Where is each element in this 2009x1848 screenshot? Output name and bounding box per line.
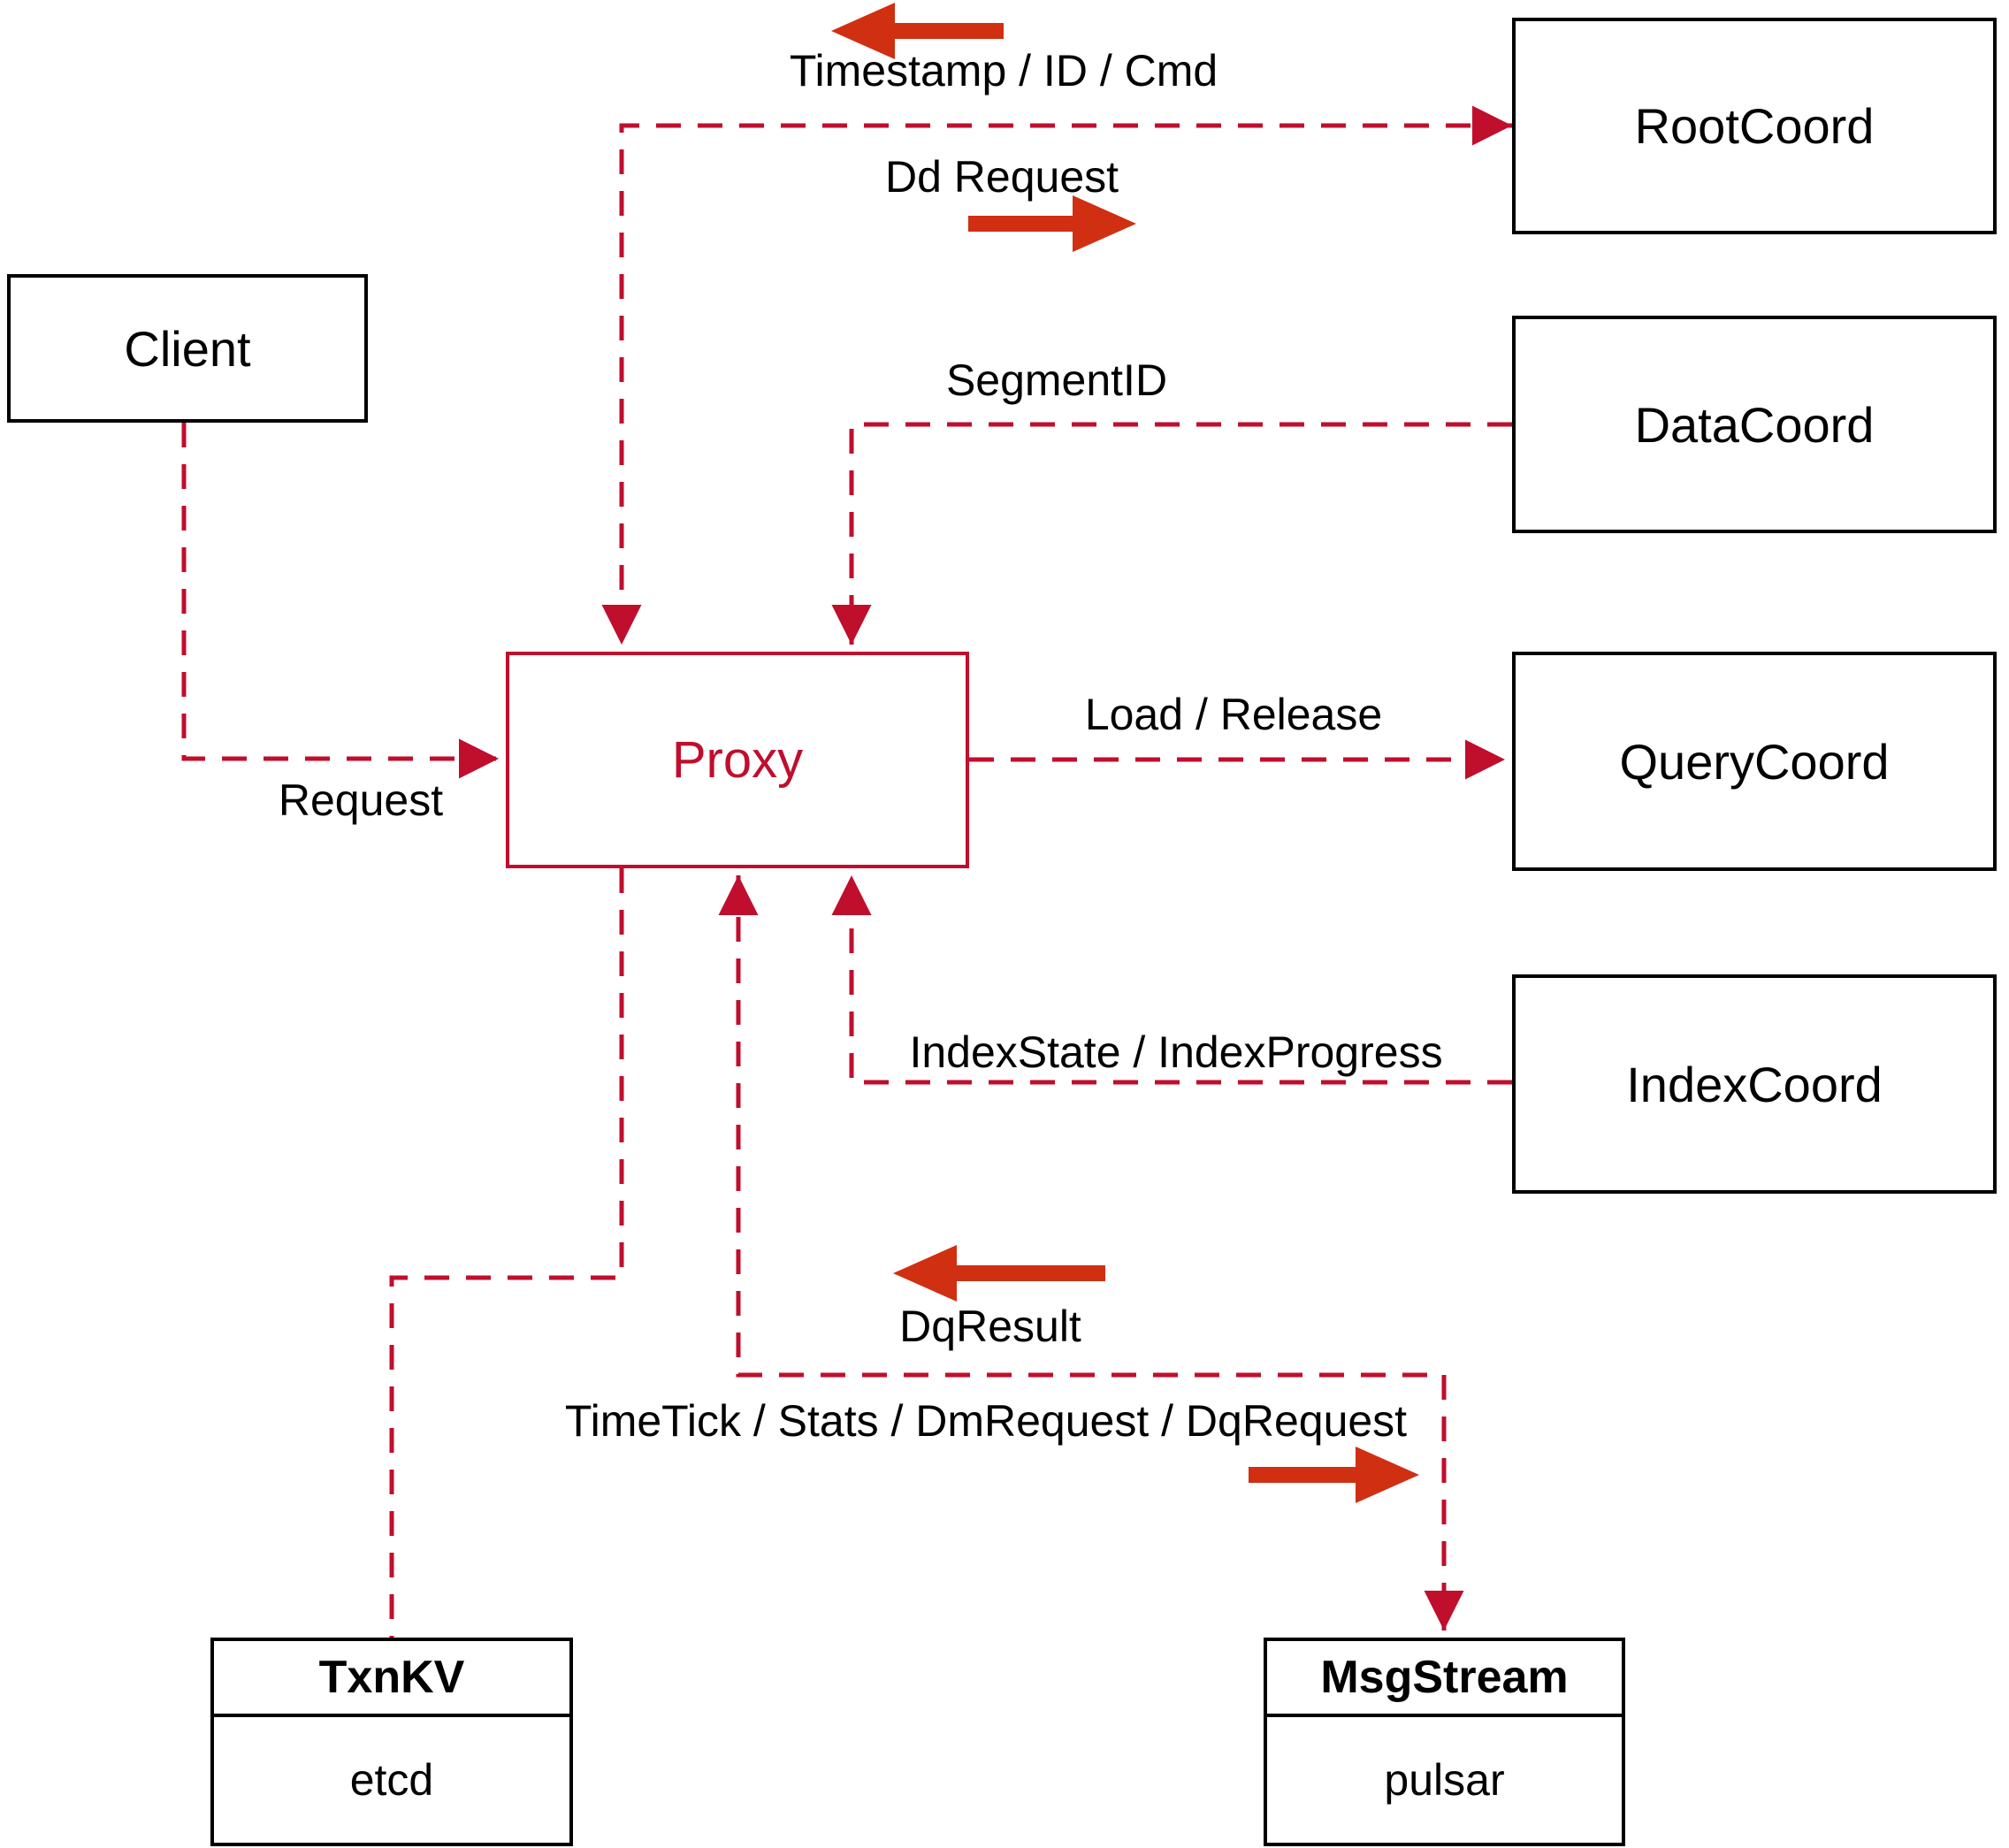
edge-proxy-msgstream bbox=[718, 875, 1464, 1630]
dq-result-direction-arrow-icon bbox=[893, 1245, 1105, 1302]
edge-datacoord-proxy bbox=[831, 422, 1512, 645]
node-proxy-label: Proxy bbox=[671, 731, 804, 789]
node-datacoord: DataCoord bbox=[1512, 316, 1997, 533]
node-msgstream: MsgStream pulsar bbox=[1264, 1638, 1625, 1846]
edge-client-proxy bbox=[181, 423, 499, 779]
node-proxy: Proxy bbox=[506, 652, 969, 868]
node-datacoord-label: DataCoord bbox=[1634, 396, 1875, 453]
node-client-label: Client bbox=[124, 320, 251, 377]
timestamp-direction-arrow-icon bbox=[831, 3, 1004, 59]
timetick-direction-arrow-icon bbox=[1249, 1447, 1419, 1503]
node-msgstream-title: MsgStream bbox=[1267, 1641, 1622, 1717]
node-querycoord-label: QueryCoord bbox=[1619, 733, 1890, 790]
node-querycoord: QueryCoord bbox=[1512, 652, 1997, 871]
node-client: Client bbox=[7, 274, 368, 423]
node-rootcoord: RootCoord bbox=[1512, 18, 1997, 234]
dd-request-direction-arrow-icon bbox=[968, 195, 1136, 252]
node-txnkv-title: TxnKV bbox=[214, 1641, 569, 1717]
node-msgstream-subtitle: pulsar bbox=[1384, 1755, 1505, 1805]
edge-label-dq-result: DqResult bbox=[899, 1302, 1081, 1351]
edge-label-timestamp: Timestamp / ID / Cmd bbox=[789, 46, 1218, 95]
node-txnkv-subtitle: etcd bbox=[349, 1755, 434, 1805]
edge-label-load-release: Load / Release bbox=[1084, 690, 1383, 739]
edge-label-index-state: IndexState / IndexProgress bbox=[909, 1027, 1443, 1077]
edge-proxy-rootcoord bbox=[601, 105, 1512, 645]
edge-label-request: Request bbox=[278, 775, 444, 825]
node-indexcoord-label: IndexCoord bbox=[1626, 1056, 1883, 1112]
edge-label-dd-request: Dd Request bbox=[884, 152, 1119, 202]
edge-label-timetick: TimeTick / Stats / DmRequest / DqRequest bbox=[564, 1396, 1408, 1446]
edge-label-segment-id: SegmentID bbox=[945, 355, 1168, 405]
node-rootcoord-label: RootCoord bbox=[1634, 98, 1875, 154]
node-indexcoord: IndexCoord bbox=[1512, 974, 1997, 1194]
node-txnkv: TxnKV etcd bbox=[210, 1638, 573, 1846]
edge-proxy-txnkv bbox=[389, 868, 624, 1638]
